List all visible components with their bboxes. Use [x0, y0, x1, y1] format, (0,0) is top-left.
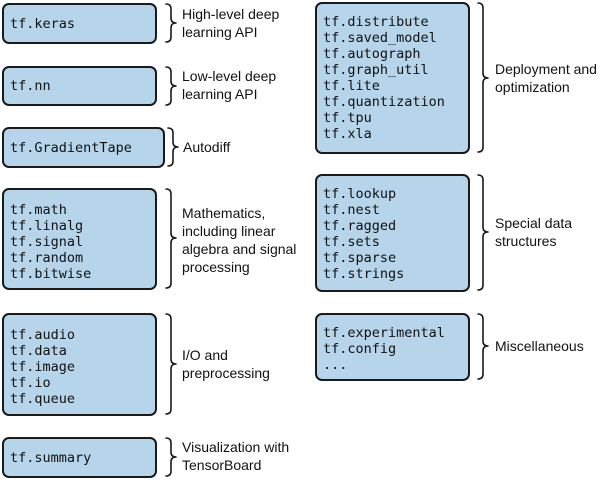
category-label-autodiff: Autodiff: [183, 138, 230, 156]
bracket-special: [477, 174, 489, 291]
module-name: tf.graph_util: [323, 62, 429, 78]
module-name: tf.tpu: [323, 110, 372, 126]
label-line: processing: [182, 259, 250, 275]
module-box-math: tf.math tf.linalg tf.signal tf.random tf…: [2, 188, 157, 290]
module-name: tf.data: [10, 343, 67, 359]
module-box-deploy: tf.distribute tf.saved_model tf.autograp…: [315, 2, 470, 154]
module-name: tf.random: [10, 250, 84, 266]
category-label-misc: Miscellaneous: [495, 337, 584, 355]
module-name: tf.experimental: [323, 325, 445, 341]
module-name: tf.saved_model: [323, 30, 437, 46]
label-line: Autodiff: [183, 139, 231, 155]
category-label-keras: High-level deep learning API: [182, 5, 279, 41]
module-name: tf.bitwise: [10, 266, 92, 282]
label-line: learning API: [182, 24, 258, 40]
module-name: tf.autograph: [323, 46, 421, 62]
module-name: tf.nest: [323, 202, 380, 218]
category-label-viz: Visualization with TensorBoard: [182, 438, 289, 474]
module-box-autodiff: tf.GradientTape: [2, 127, 165, 168]
module-name: tf.sparse: [323, 250, 397, 266]
category-label-math: Mathematics, including linear algebra an…: [182, 204, 296, 276]
module-name: tf.audio: [10, 327, 76, 343]
module-name: tf.io: [10, 375, 51, 391]
category-label-deploy: Deployment and optimization: [495, 60, 597, 96]
label-line: I/O and: [182, 347, 228, 363]
bracket-nn: [165, 66, 177, 106]
module-box-special: tf.lookup tf.nest tf.ragged tf.sets tf.s…: [315, 174, 470, 292]
bracket-math: [165, 188, 177, 289]
module-name: tf.xla: [323, 126, 372, 142]
label-line: preprocessing: [182, 365, 270, 381]
label-line: including linear: [182, 223, 276, 239]
module-name: ...: [323, 357, 348, 373]
module-box-misc: tf.experimental tf.config ...: [315, 313, 470, 381]
bracket-keras: [165, 3, 177, 43]
module-name: tf.strings: [323, 266, 405, 282]
label-line: Deployment and: [495, 61, 597, 77]
module-box-io: tf.audio tf.data tf.image tf.io tf.queue: [2, 313, 157, 416]
label-line: Visualization with: [182, 439, 290, 455]
module-name: tf.sets: [323, 234, 380, 250]
label-line: Miscellaneous: [495, 338, 584, 354]
module-name: tf.lookup: [323, 186, 397, 202]
label-line: algebra and signal: [182, 241, 297, 257]
module-box-keras: tf.keras: [2, 3, 157, 44]
module-name: tf.image: [10, 359, 76, 375]
module-name: tf.ragged: [323, 218, 397, 234]
label-line: Mathematics,: [182, 205, 266, 221]
module-name: tf.linalg: [10, 218, 84, 234]
module-name: tf.lite: [323, 78, 380, 94]
module-box-nn: tf.nn: [2, 66, 157, 106]
module-name: tf.GradientTape: [10, 139, 132, 156]
module-name: tf.queue: [10, 391, 76, 407]
module-name: tf.summary: [10, 449, 92, 466]
label-line: Special data: [495, 215, 573, 231]
category-label-io: I/O and preprocessing: [182, 346, 270, 382]
bracket-misc: [477, 313, 489, 380]
label-line: learning API: [182, 86, 258, 102]
bracket-autodiff: [167, 127, 179, 167]
module-name: tf.keras: [10, 15, 76, 32]
label-line: TensorBoard: [182, 457, 262, 473]
module-box-summary: tf.summary: [2, 437, 157, 478]
bracket-deploy: [477, 2, 489, 153]
module-name: tf.math: [10, 202, 67, 218]
category-label-special: Special data structures: [495, 214, 572, 250]
bracket-viz: [165, 437, 177, 477]
bracket-io: [165, 313, 177, 415]
module-name: tf.config: [323, 341, 397, 357]
module-name: tf.signal: [10, 234, 84, 250]
module-name: tf.nn: [10, 78, 51, 94]
label-line: structures: [495, 233, 557, 249]
category-label-nn: Low-level deep learning API: [182, 67, 276, 103]
label-line: optimization: [495, 79, 570, 95]
label-line: High-level deep: [182, 6, 280, 22]
module-name: tf.distribute: [323, 14, 429, 30]
label-line: Low-level deep: [182, 68, 277, 84]
module-name: tf.quantization: [323, 94, 445, 110]
